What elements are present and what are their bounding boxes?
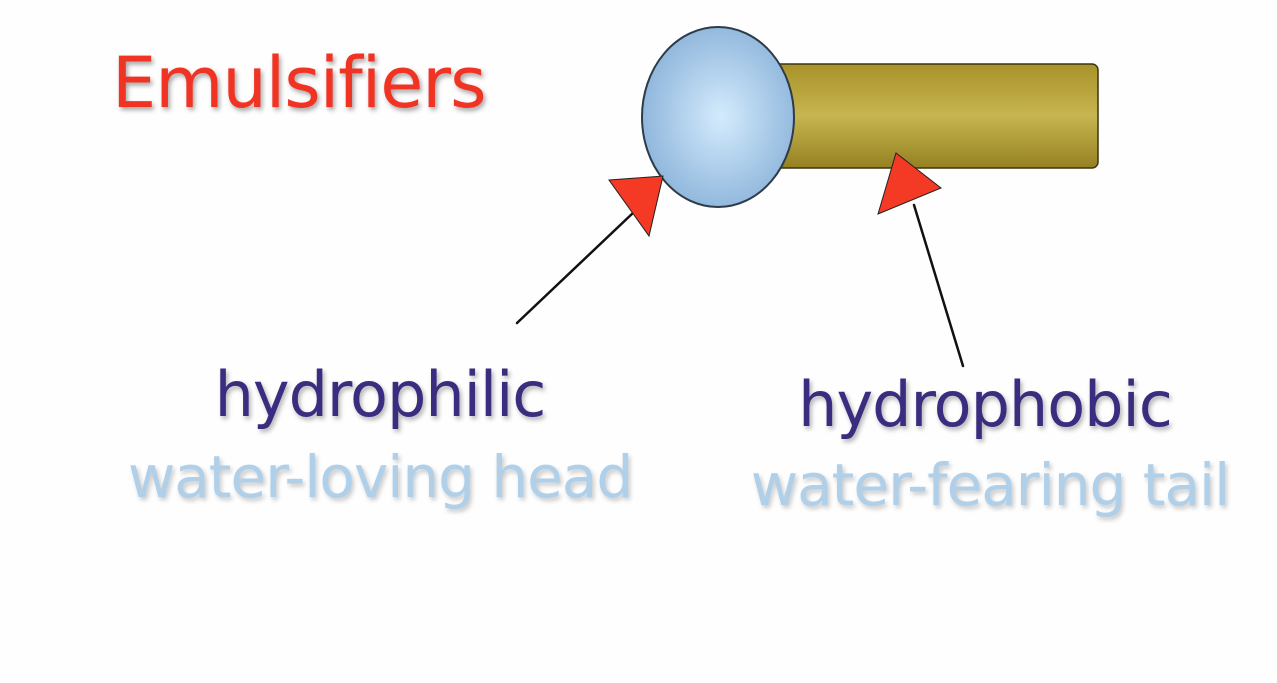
tail-term-label: hydrophobic (798, 368, 1173, 441)
slide-title: Emulsifiers (112, 42, 487, 124)
molecule-tail (744, 63, 1099, 169)
head-meaning-label: water-loving head (127, 443, 633, 511)
head-term-label: hydrophilic (214, 358, 547, 431)
tail-meaning-label: water-fearing tail (750, 451, 1231, 519)
tail-arrow-line (912, 203, 965, 368)
head-arrow-line (515, 210, 636, 325)
tail-arrowhead (877, 152, 942, 215)
molecule-head (641, 26, 795, 208)
head-arrowhead (608, 175, 664, 238)
